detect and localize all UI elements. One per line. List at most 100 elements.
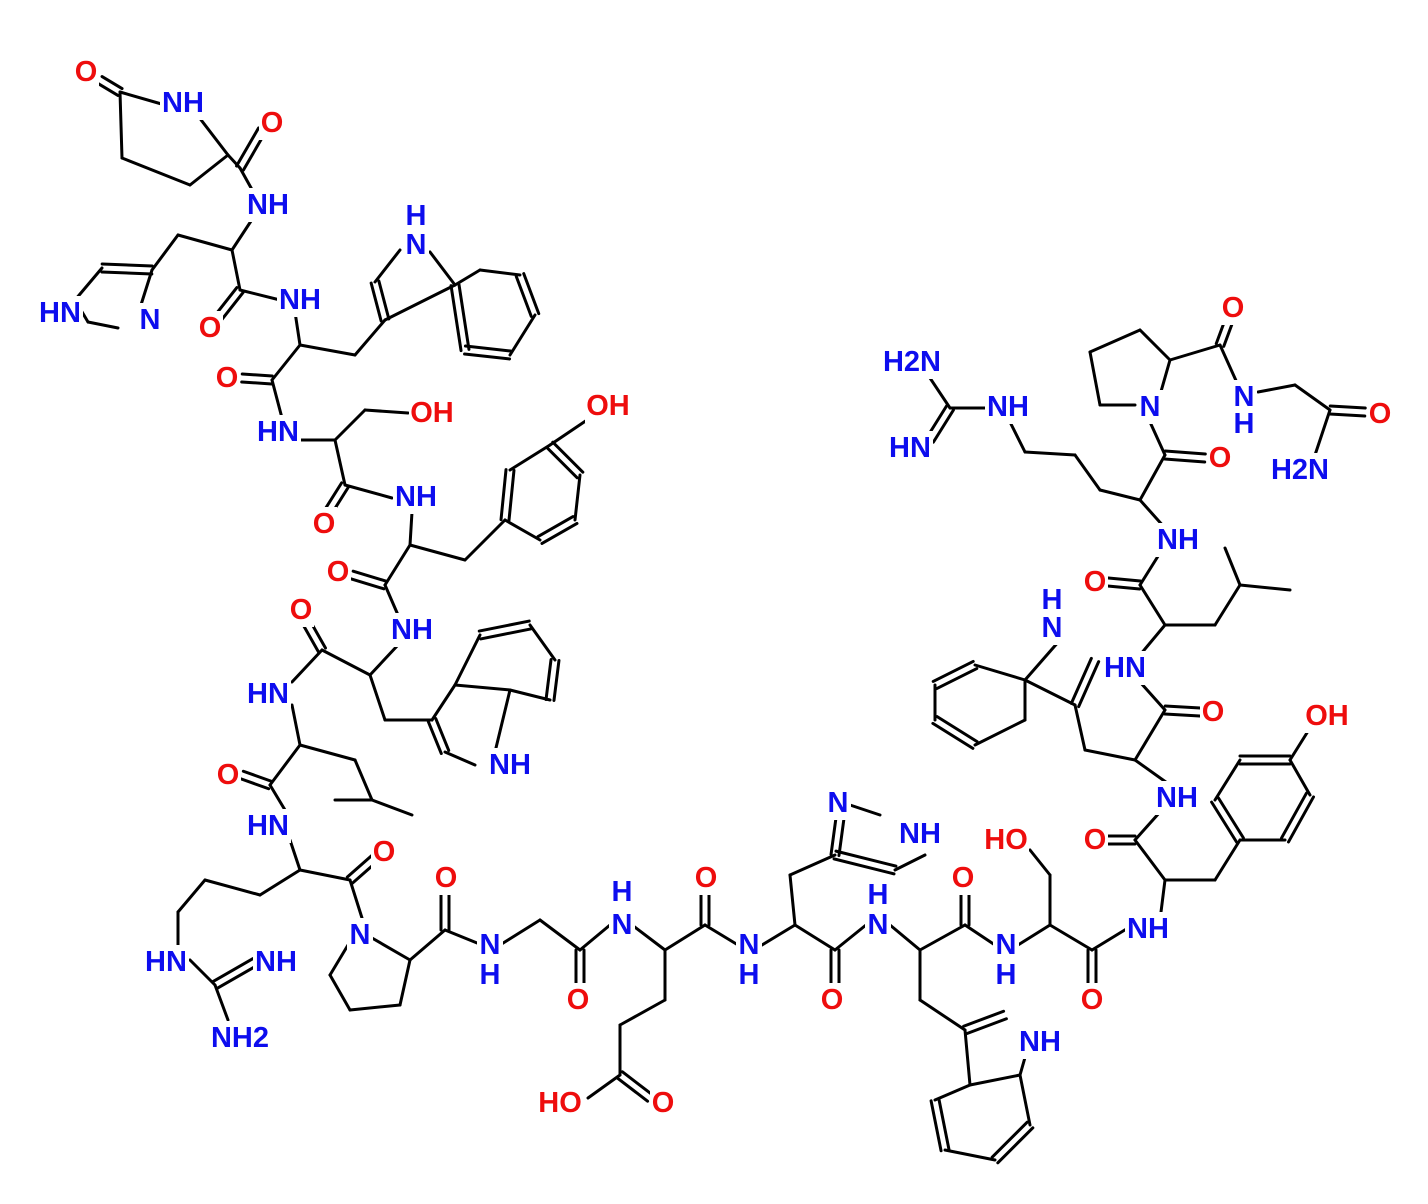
atom-label-background — [887, 431, 933, 465]
atom-label-background — [477, 958, 503, 992]
bond — [73, 266, 104, 302]
nitrogen-label: NH — [1157, 524, 1199, 556]
oxygen-label: O — [1084, 566, 1107, 598]
double-bond — [100, 270, 154, 276]
oxygen-label: O — [435, 862, 458, 894]
nitrogen-label: N — [996, 929, 1017, 961]
double-bond — [1106, 576, 1142, 583]
bond — [203, 878, 262, 897]
atom-label-background — [253, 945, 299, 979]
double-bond — [545, 446, 579, 480]
double-bond — [96, 81, 120, 97]
bond — [848, 803, 882, 817]
atom-label-background — [347, 918, 373, 952]
bond — [268, 743, 302, 787]
bond — [538, 918, 582, 952]
double-bond — [544, 658, 553, 702]
bond — [928, 376, 952, 410]
double-bond — [463, 352, 512, 361]
atom-label-background — [985, 390, 1031, 424]
nitrogen-label: HN — [889, 432, 931, 464]
bond — [370, 798, 414, 817]
bond — [663, 923, 707, 952]
double-bond — [551, 440, 585, 474]
double-bond — [241, 769, 273, 783]
atom-label-background — [1102, 651, 1148, 685]
double-bond — [616, 1076, 650, 1103]
bond — [1008, 420, 1027, 454]
double-bond — [522, 272, 541, 316]
bond — [453, 633, 482, 687]
oxygen-label: OH — [1305, 700, 1349, 732]
bond — [383, 283, 457, 322]
bond — [493, 688, 512, 754]
double-bond — [834, 849, 898, 868]
atom-label-background — [1082, 565, 1108, 599]
oxygen-label: O — [261, 107, 284, 139]
bond — [288, 838, 302, 872]
atom-label-background — [37, 296, 83, 330]
atom-label-background — [214, 361, 240, 395]
atom-label-background — [215, 758, 241, 792]
double-bond — [931, 721, 975, 750]
bond — [453, 268, 482, 287]
double-bond — [449, 284, 463, 353]
bond — [1023, 638, 1062, 682]
bond — [443, 928, 484, 947]
bond — [428, 250, 457, 287]
double-bond — [1163, 712, 1202, 718]
bond — [430, 683, 457, 722]
bond — [383, 543, 412, 587]
double-bond — [540, 521, 579, 545]
double-bond — [219, 290, 245, 322]
bond — [618, 998, 667, 1027]
oxygen-label: O — [952, 862, 975, 894]
bond — [320, 648, 372, 677]
atom-label-background — [693, 861, 719, 895]
bond — [333, 408, 367, 442]
double-bond — [1280, 791, 1309, 840]
bond — [1090, 926, 1130, 952]
nitrogen-label: N — [406, 229, 427, 261]
nitrogen-label: H — [996, 959, 1017, 991]
atom-label-background — [993, 928, 1019, 962]
oxygen-label: HO — [984, 824, 1028, 856]
bond — [1028, 848, 1052, 877]
nitrogen-label: NH — [1019, 1026, 1061, 1058]
nitrogen-label: HN — [145, 946, 187, 978]
nitrogen-label: H — [480, 959, 501, 991]
oxygen-label: OH — [410, 397, 454, 429]
oxygen-label: O — [199, 312, 222, 344]
nitrogen-label: N — [828, 787, 849, 819]
atom-label-background — [950, 861, 976, 895]
double-bond — [100, 75, 124, 91]
bond — [1016, 923, 1052, 947]
double-bond — [1328, 404, 1367, 410]
atom-label-background — [371, 835, 397, 869]
double-bond — [1210, 800, 1239, 844]
oxygen-label: OH — [586, 390, 630, 422]
bond — [363, 408, 410, 415]
nitrogen-label: HN — [1104, 652, 1146, 684]
nitrogen-label: N — [480, 929, 501, 961]
bond — [138, 268, 154, 310]
atom-label-background — [160, 86, 206, 120]
bond — [586, 1073, 622, 1100]
oxygen-label: O — [1081, 984, 1104, 1016]
bond — [1023, 450, 1077, 457]
double-bond — [1328, 412, 1367, 418]
atom-label-background — [1017, 1025, 1063, 1059]
oxygen-label: O — [290, 594, 313, 626]
atom-label-background — [433, 861, 459, 895]
bond — [1213, 758, 1242, 802]
oxygen-label: O — [1369, 398, 1392, 430]
nitrogen-label: NH — [247, 189, 289, 221]
atom-label-background — [245, 809, 291, 843]
bond — [188, 153, 230, 187]
bond — [328, 943, 350, 977]
bond — [118, 90, 124, 160]
bond — [1256, 383, 1297, 394]
atom-label-background — [403, 228, 429, 262]
bond — [238, 288, 282, 302]
